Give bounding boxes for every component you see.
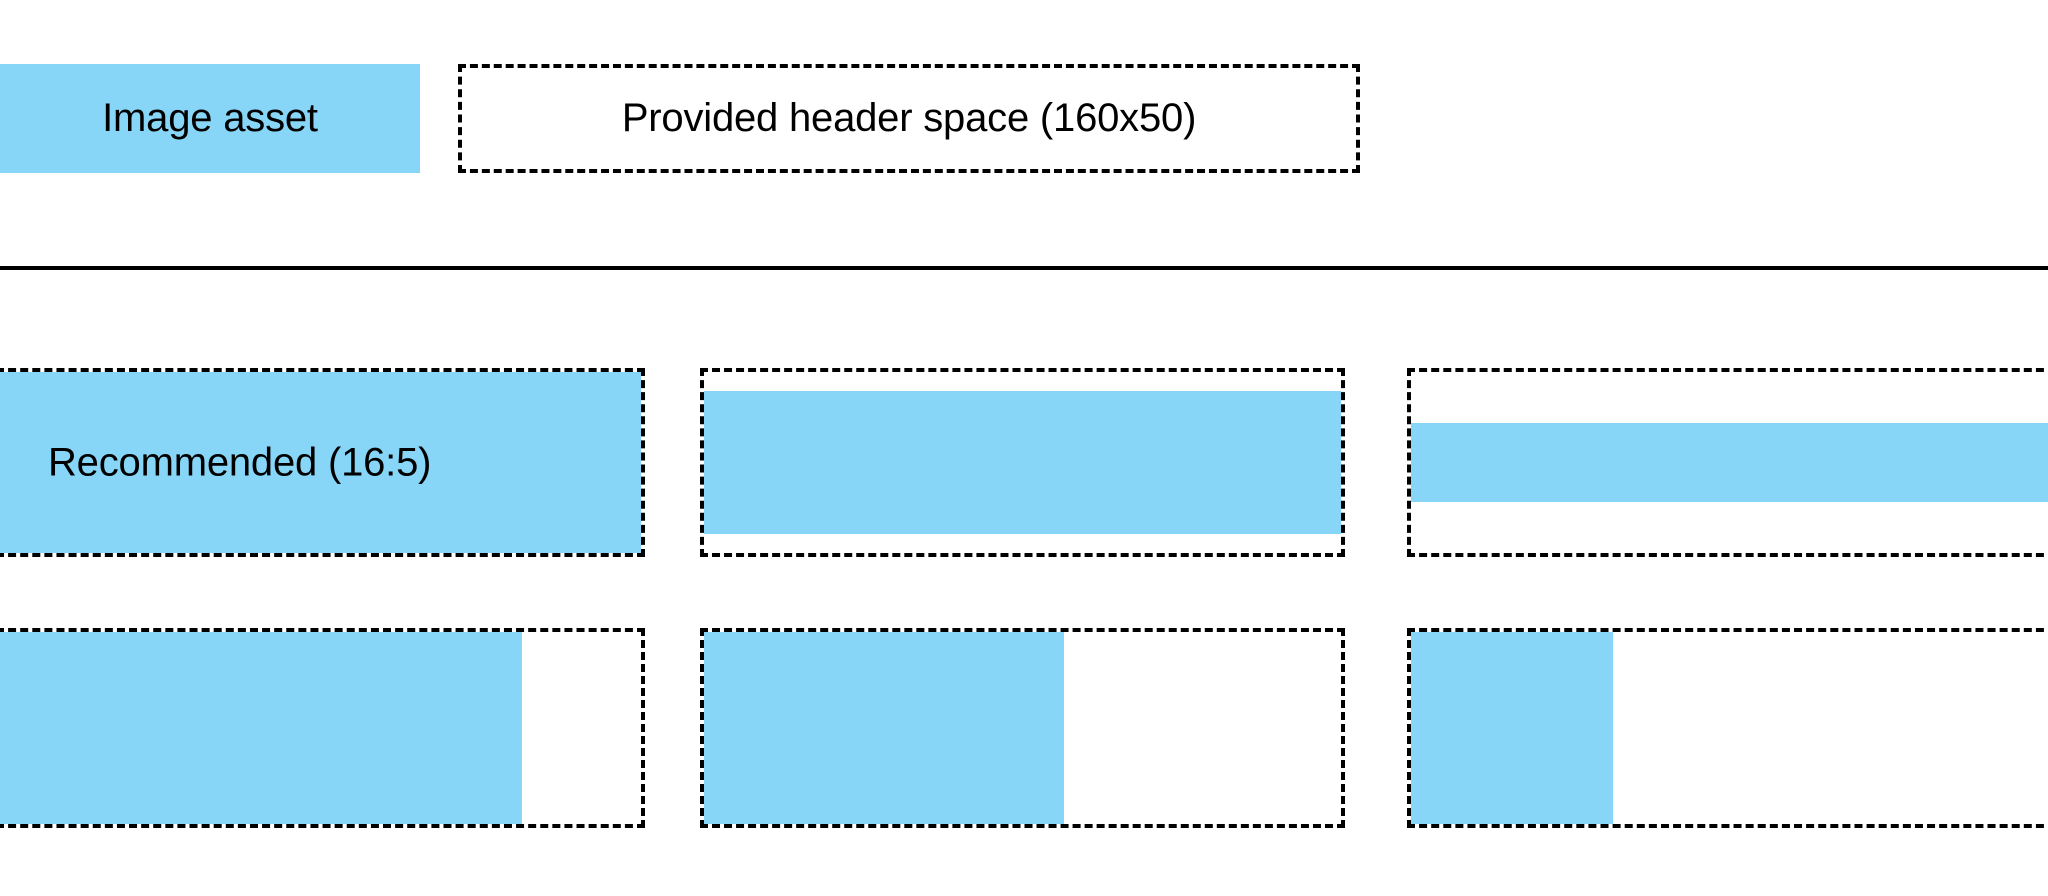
asset-fill-r2c2: [704, 632, 1064, 824]
asset-fill-r1c1: [0, 372, 641, 553]
asset-cell-r1c1: Recommended (16:5): [0, 368, 645, 557]
provided-header-space-label: Provided header space (160x50): [621, 96, 1197, 140]
provided-header-space-box: Provided header space (160x50): [458, 64, 1360, 173]
asset-cell-r1c2: [700, 368, 1345, 557]
asset-fill-r2c1: [0, 632, 523, 824]
asset-cell-r2c1: [0, 628, 645, 828]
asset-fill-r2c3: [1411, 632, 1613, 824]
recommended-ratio-label: Recommended (16:5): [48, 440, 432, 484]
grid-row-recommended-ratios: Recommended (16:5): [0, 368, 2048, 557]
asset-fill-r1c2: [704, 391, 1341, 534]
grid-row-width-variants: [0, 628, 2048, 828]
asset-fill-r1c3: [1411, 422, 2048, 503]
asset-cell-r2c2: [700, 628, 1345, 828]
image-asset-swatch: Image asset: [0, 64, 420, 173]
header-legend-row: Image asset Provided header space (160x5…: [0, 64, 2048, 173]
image-asset-label: Image asset: [102, 96, 318, 140]
asset-cell-r2c3: [1407, 628, 2048, 828]
asset-cell-r1c3: [1407, 368, 2048, 557]
section-divider: [0, 266, 2048, 270]
